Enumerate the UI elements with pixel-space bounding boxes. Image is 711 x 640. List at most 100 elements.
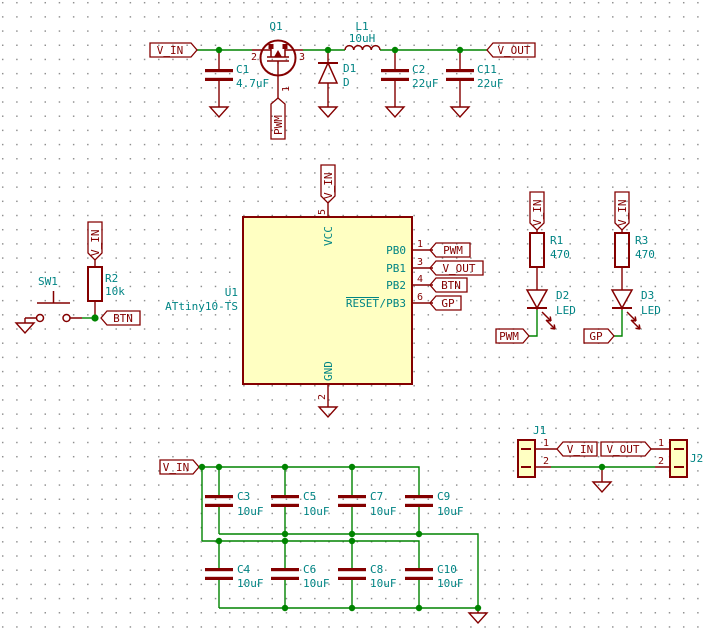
ground-symbol (15, 322, 35, 334)
wires[interactable] (82, 49, 655, 609)
net-label-text: V_OUT (497, 44, 530, 57)
net-label-btn[interactable]: BTN (429, 277, 468, 293)
net-label-vin-r2[interactable]: V_IN (87, 221, 103, 261)
pin-number: 2 (251, 52, 257, 63)
ref-label: C3 (237, 490, 250, 503)
diode-d1[interactable]: D1 D (317, 50, 356, 118)
pin-number: 3 (417, 257, 423, 268)
capacitor-c1[interactable]: C1 4.7uF (205, 50, 269, 118)
net-label-gp-led[interactable]: GP (583, 328, 615, 344)
net-label-text: V_IN (616, 200, 629, 227)
net-label-pwm[interactable]: PWM (429, 242, 471, 258)
ref-label: C6 (303, 563, 316, 576)
ref-label: R3 (635, 234, 648, 247)
pin-number: 5 (317, 209, 328, 215)
net-label-text: PWM (443, 244, 463, 257)
capacitor-symbol (381, 69, 409, 81)
net-label-text: PWM (272, 115, 285, 135)
net-label-text: GP (589, 330, 603, 343)
connector-j2[interactable]: 1 2 J2 (651, 438, 703, 478)
pin-name: PB0 (386, 244, 406, 257)
switch-sw1[interactable]: SW1 (15, 275, 82, 334)
pin-number: 1 (417, 239, 423, 250)
pin-name: VCC (322, 226, 335, 246)
mcu-u1[interactable]: U1 ATtiny10-TS 5 VCC 2 GND 1 3 4 6 PB0 P… (165, 203, 433, 418)
net-label-gp[interactable]: GP (429, 295, 462, 311)
ref-label: L1 (355, 20, 368, 33)
value-label: 10uF (370, 577, 397, 590)
net-label-vin-r3[interactable]: V_IN (614, 191, 630, 231)
capacitor-c3[interactable]: C3 10uF (205, 490, 264, 518)
net-label-vout[interactable]: V_OUT (429, 260, 484, 276)
connector-j1[interactable]: J1 1 2 (517, 424, 557, 478)
ref-label: C5 (303, 490, 316, 503)
value-label: 10uF (237, 505, 264, 518)
net-label-vout-top[interactable]: V_OUT (486, 42, 536, 58)
net-label-text: V_IN (567, 443, 594, 456)
resistor-r3[interactable]: R3 470 (614, 230, 655, 290)
net-label-text: V_OUT (606, 443, 639, 456)
capacitor-c5[interactable]: C5 10uF (271, 490, 330, 518)
ground-symbol (385, 106, 405, 118)
capacitor-c11[interactable]: C11 22uF (446, 50, 504, 118)
value-label: LED (641, 304, 661, 317)
capacitor-c9[interactable]: C9 10uF (405, 490, 464, 518)
capacitor-symbol (405, 568, 433, 580)
value-label: 10uF (437, 505, 464, 518)
value-label: LED (556, 304, 576, 317)
ref-label: C4 (237, 563, 251, 576)
capacitor-c6[interactable]: C6 10uF (271, 563, 330, 590)
led-d2[interactable]: D2 LED (525, 289, 576, 330)
resistor-r2[interactable]: R2 10k (87, 260, 125, 318)
capacitor-c8[interactable]: C8 10uF (338, 563, 397, 590)
net-label-pwm-led[interactable]: PWM (495, 328, 530, 344)
pin-number: 2 (543, 456, 549, 467)
pin-number: 1 (543, 438, 549, 449)
pin-number: 2 (317, 394, 328, 400)
net-label-btn-sw[interactable]: BTN (100, 310, 141, 326)
value-label: 470 (635, 248, 655, 261)
value-label: 10uF (370, 505, 397, 518)
capacitor-c10[interactable]: C10 10uF (405, 563, 464, 590)
capacitor-c4[interactable]: C4 10uF (205, 563, 264, 590)
capacitor-c2[interactable]: C2 22uF (381, 50, 439, 118)
net-label-vin-j1[interactable]: V_IN (556, 441, 598, 457)
led-d3[interactable]: D3 LED (610, 289, 661, 330)
ref-label: U1 (225, 286, 238, 299)
ref-label: C1 (236, 63, 249, 76)
pin-number: 2 (658, 456, 664, 467)
ground-symbol (209, 106, 229, 118)
net-label-text: GP (441, 297, 455, 310)
mosfet-arrow (274, 50, 282, 57)
net-label-pwm-gate[interactable]: PWM (270, 75, 286, 140)
net-label-text: V_IN (89, 230, 102, 257)
inductor-l1[interactable]: L1 10uH (344, 20, 381, 51)
pin-name: PB1 (386, 262, 406, 275)
net-label-vin-r1[interactable]: V_IN (529, 191, 545, 231)
ref-label: J2 (690, 452, 703, 465)
capacitor-c7[interactable]: C7 10uF (338, 490, 397, 518)
ref-label: C9 (437, 490, 450, 503)
resistor-r1[interactable]: R1 470 (529, 230, 570, 290)
pin-name: GND (322, 361, 335, 381)
ref-label: C11 (477, 63, 497, 76)
net-label-text: V_IN (531, 200, 544, 227)
ref-label: C2 (412, 63, 425, 76)
value-label: 470 (550, 248, 570, 261)
capacitor-symbol (446, 69, 474, 81)
net-label-vin-mcu[interactable]: V_IN (320, 164, 336, 204)
net-label-vout-j2[interactable]: V_OUT (600, 441, 652, 457)
capacitor-symbol (405, 495, 433, 507)
ground-symbol (592, 481, 612, 493)
capacitor-symbol (205, 568, 233, 580)
value-label: 4.7uF (236, 77, 269, 90)
net-label-vin-top[interactable]: V_IN (149, 42, 198, 58)
ref-label: D2 (556, 289, 569, 302)
value-label: D (343, 76, 350, 89)
ref-label: C10 (437, 563, 457, 576)
net-label-vin-capbank[interactable]: V_IN (159, 459, 200, 475)
ground-j-common (592, 467, 612, 493)
value-label: 10uF (303, 505, 330, 518)
capacitor-symbol (338, 568, 366, 580)
